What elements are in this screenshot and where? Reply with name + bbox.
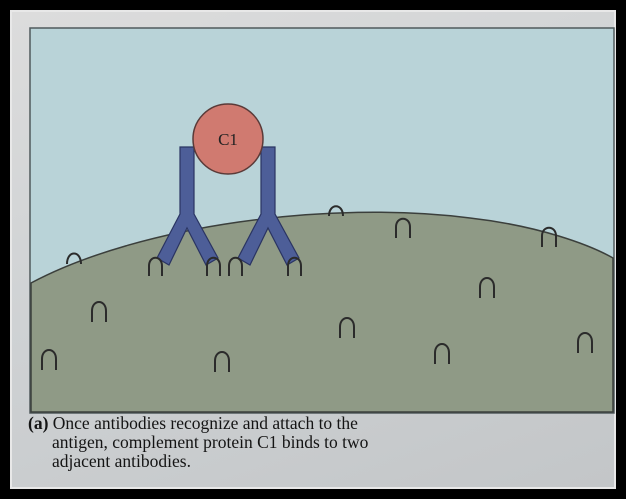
caption-line-2: antigen, complement protein C1 binds to … <box>28 433 588 452</box>
c1-complement-protein: C1 <box>193 104 263 174</box>
caption-tag: (a) <box>28 413 48 433</box>
c1-label: C1 <box>218 130 238 149</box>
caption-line-1: Once antibodies recognize and attach to … <box>53 413 358 433</box>
caption-line-3: adjacent antibodies. <box>28 452 588 471</box>
figure-caption: (a) Once antibodies recognize and attach… <box>28 414 588 471</box>
